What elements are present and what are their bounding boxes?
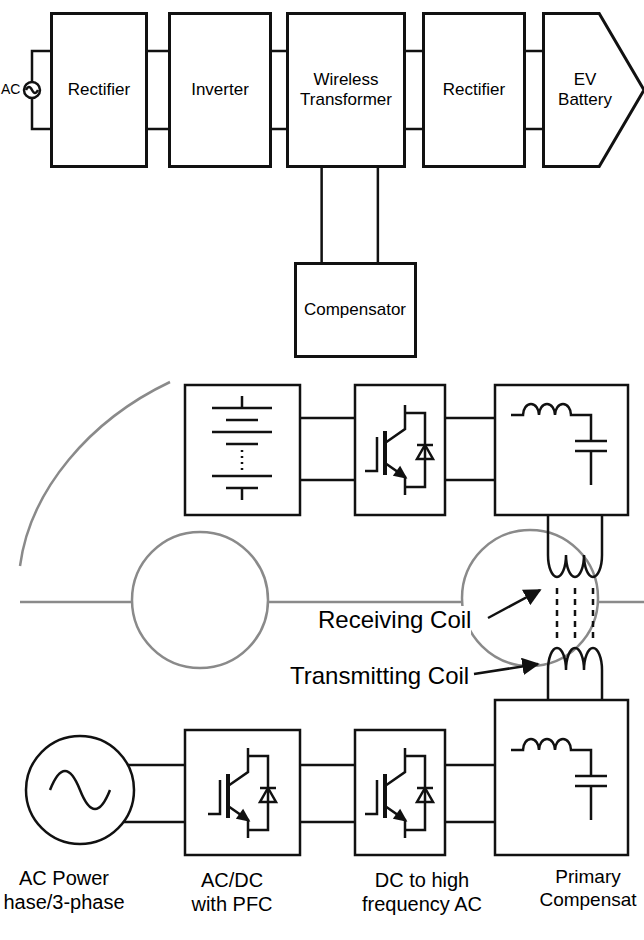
car-floor-line [20, 601, 644, 604]
wheel [132, 532, 268, 668]
node-text: Wireless Transformer [296, 70, 396, 111]
igbt-symbol [365, 748, 433, 838]
lc-symbol [511, 404, 607, 485]
double-wire-connector [526, 51, 542, 129]
source-label: AC [1, 81, 20, 98]
primary-compensation-box [495, 700, 628, 855]
battery-symbol [241, 450, 244, 470]
battery-box [185, 385, 300, 515]
wire [32, 98, 50, 129]
stage-caption: AC Power hase/3-phase [1, 866, 127, 914]
car-body-arc [20, 382, 170, 566]
sine-wave [26, 87, 38, 93]
wheel [462, 530, 598, 666]
secondary-compensation-box [495, 385, 628, 515]
sine-wave [50, 771, 110, 809]
igbt-symbol [208, 748, 276, 838]
battery-symbol [212, 396, 272, 500]
lc-symbol [511, 739, 607, 820]
rectifier-box [355, 385, 445, 515]
double-wire-connector [322, 168, 378, 262]
leader-arrow [488, 590, 540, 618]
wire [32, 51, 50, 82]
ac-source-symbol [24, 51, 50, 129]
node-text: Inverter [191, 80, 249, 100]
ground-side-circuit [26, 700, 628, 855]
stage-caption: Primary Compensat [536, 866, 640, 912]
node-text: EV Battery [550, 70, 620, 111]
transmitting-coil [548, 648, 602, 700]
double-wire-connector [406, 51, 422, 129]
stage-caption: DC to high frequency AC [357, 868, 487, 916]
double-wire-connector [272, 51, 286, 129]
magnetic-coupling [557, 588, 593, 640]
callout-label: Receiving Coil [318, 606, 471, 635]
wire [300, 418, 495, 480]
node-text: Rectifier [68, 80, 130, 100]
vehicle-outline [20, 382, 644, 668]
inverter-box: Inverter [168, 12, 272, 168]
wireless-transformer-box: Wireless Transformer [286, 12, 406, 168]
node-text: Compensator [304, 300, 406, 320]
double-wire-connector [148, 51, 168, 129]
compensator-box: Compensator [294, 262, 417, 358]
receiving-coil [548, 515, 602, 577]
battery-arrow: EV Battery [542, 12, 644, 168]
ac-source-circle [24, 82, 40, 98]
node-text: Rectifier [443, 80, 505, 100]
ac-source-circle [26, 736, 134, 844]
igbt-symbol [365, 405, 433, 495]
rectifier-box: Rectifier [422, 12, 526, 168]
rectifier-box: Rectifier [50, 12, 148, 168]
ac-dc-box [185, 730, 300, 855]
callout-label: Transmitting Coil [290, 662, 469, 691]
leader-arrow [474, 664, 538, 674]
inverter-box [355, 730, 445, 855]
arrow-outline [544, 14, 644, 167]
stage-caption: AC/DC with PFC [186, 868, 278, 916]
vehicle-side-circuit [185, 385, 628, 700]
